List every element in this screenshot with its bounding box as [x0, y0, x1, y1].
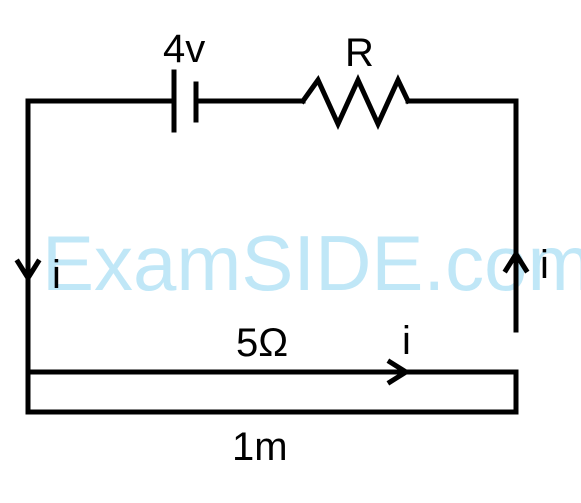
current-right-label: i: [540, 243, 549, 287]
arrow-right-rod-icon: [386, 358, 411, 386]
current-left-label: i: [52, 253, 61, 297]
battery-voltage-label: 4v: [163, 27, 205, 71]
wire-length-label: 1m: [232, 425, 288, 469]
watermark-text: ExamSIDE.com: [42, 219, 581, 307]
resistor-r-label: R: [345, 31, 374, 75]
wire-resistance-label: 5Ω: [236, 321, 288, 365]
arrow-down-left-icon: [14, 258, 42, 283]
resistor-zigzag: [299, 73, 412, 131]
current-bottom-label: i: [402, 319, 411, 363]
wire-left-top: [25, 98, 175, 415]
arrow-up-right-icon: [502, 249, 530, 274]
